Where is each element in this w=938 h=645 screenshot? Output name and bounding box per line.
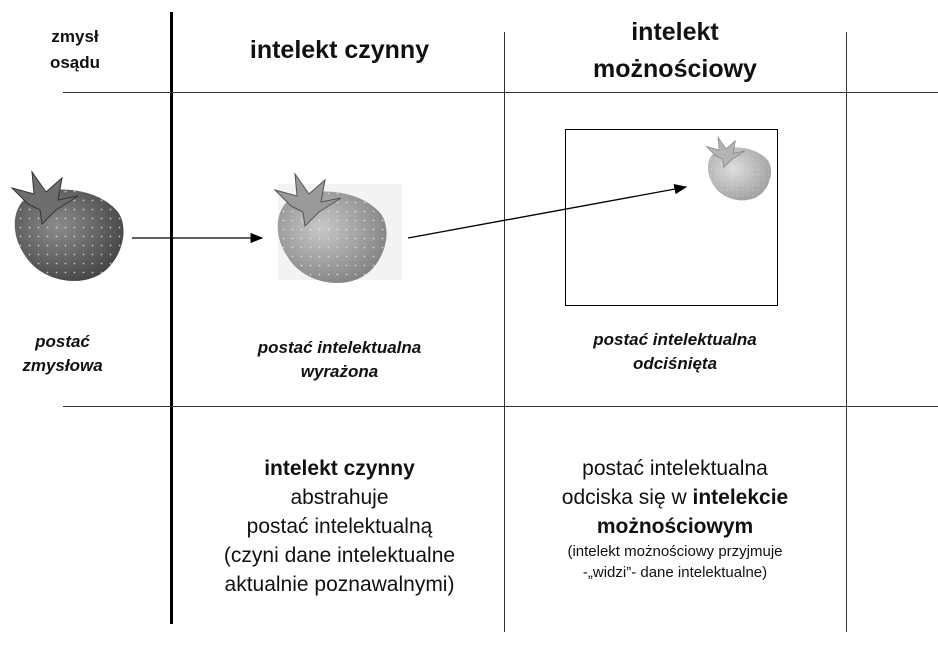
caption-postac-wyrazona: postać intelektualna wyrażona [175,336,504,384]
description-possible-small1: (intelekt możnościowy przyjmuje [505,541,845,562]
description-possible-line1: postać intelektualna [505,454,845,483]
caption-zmyslowa-line2: zmysłowa [0,354,125,378]
caption-odcisnieta-line2: odciśnięta [505,352,845,376]
description-active-line2: postać intelektualną [175,512,504,541]
description-possible-intellect: postać intelektualna odciska się w intel… [505,454,845,583]
description-active-line3: (czyni dane intelektualne [175,541,504,570]
arrow-expressed-to-impressed [408,187,686,238]
caption-postac-odcisnieta: postać intelektualna odciśnięta [505,328,845,376]
caption-wyrazona-line1: postać intelektualna [175,336,504,360]
description-possible-small2: -„widzi”- dane intelektualne) [505,562,845,583]
description-active-intellect: intelekt czynny abstrahuje postać intele… [175,454,504,599]
description-active-bold: intelekt czynny [175,454,504,483]
description-possible-line3: możnościowym [505,512,845,541]
description-possible-line2-prefix: odciska się w [562,486,693,509]
description-possible-line2: odciska się w intelekcie [505,483,845,512]
description-active-line1: abstrahuje [175,483,504,512]
caption-zmyslowa-line1: postać [0,330,125,354]
caption-wyrazona-line2: wyrażona [175,360,504,384]
caption-postac-zmyslowa: postać zmysłowa [0,330,125,378]
strawberry-icon [706,137,771,200]
description-active-line4: aktualnie poznawalnymi) [175,570,504,599]
description-possible-line2-bold: intelekcie [692,486,788,509]
caption-odcisnieta-line1: postać intelektualna [505,328,845,352]
strawberry-icon [12,172,124,281]
